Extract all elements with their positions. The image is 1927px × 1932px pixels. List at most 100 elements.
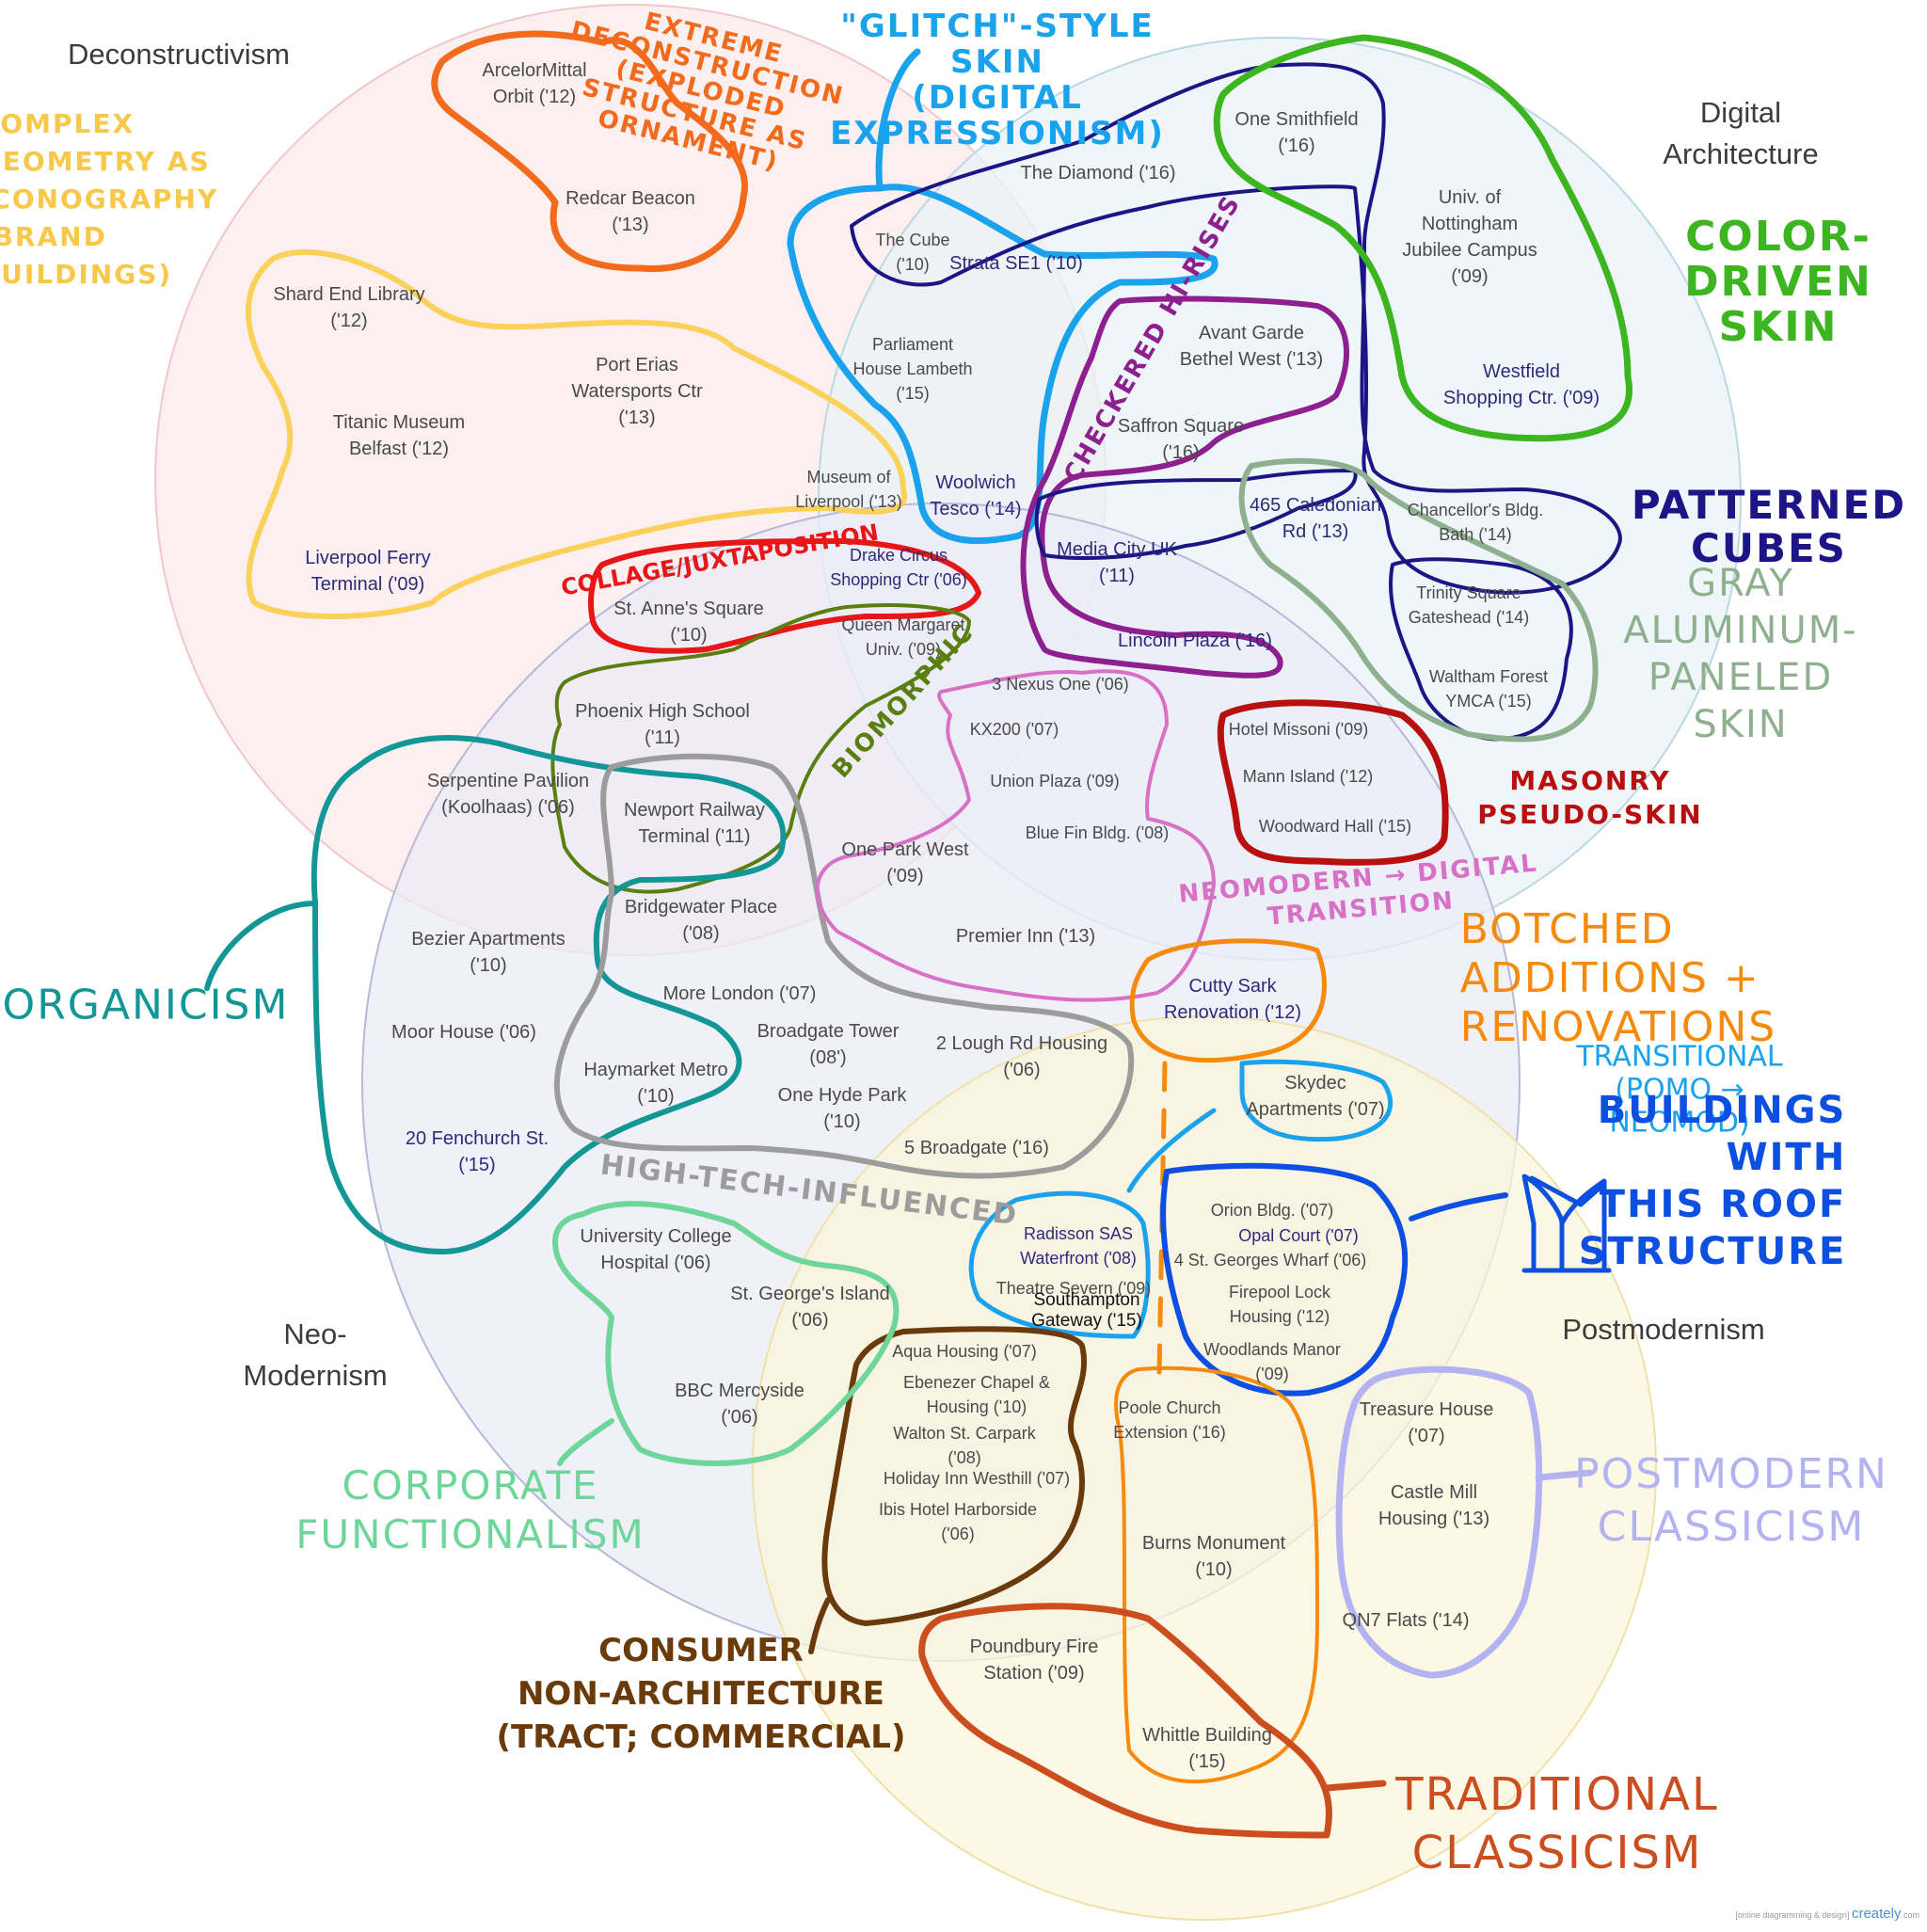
group-loop-biomorphic xyxy=(550,603,971,894)
building-label: Theatre Severn ('09) xyxy=(995,1279,1152,1298)
building-label: One Smithfield ('16) xyxy=(1234,109,1359,156)
building-label: Broadgate Tower (08') xyxy=(756,1021,900,1068)
building-label: Saffron Square ('16) xyxy=(1117,416,1245,463)
group-loop-roof-structure xyxy=(1160,1162,1508,1397)
building-label: Media City UK ('11) xyxy=(1057,539,1177,586)
building-label: Liverpool Ferry Terminal ('09) xyxy=(305,548,431,595)
building-label: Museum of Liverpool ('13) xyxy=(795,468,902,511)
building-label: 5 Broadgate ('16) xyxy=(904,1138,1049,1158)
building-label: Southampton Gateway ('15) xyxy=(1031,1290,1142,1331)
building-label: One Park West ('09) xyxy=(841,839,969,886)
group-loop-waterfront xyxy=(968,1190,1151,1339)
watermark-brand: creately xyxy=(1851,1906,1902,1922)
building-label: Queen Margaret Univ. ('09) xyxy=(841,615,965,659)
building-label: Phoenix High School ('11) xyxy=(575,701,750,748)
building-label: BBC Mercyside ('06) xyxy=(675,1381,804,1428)
annotation-glitch-style: "Glitch"-Style Skin (Digital Expressioni… xyxy=(830,8,1165,152)
group-loop-postmodern-classicism xyxy=(1335,1365,1594,1679)
watermark-suffix: .com xyxy=(1901,1910,1919,1920)
building-label: Univ. of Nottingham Jubilee Campus ('09) xyxy=(1402,187,1537,287)
building-label: Serpentine Pavilion (Koolhaas) ('06) xyxy=(426,771,590,818)
building-label: Poundbury Fire Station ('09) xyxy=(969,1637,1099,1684)
set-title-neomodernism: Neo- Modernism xyxy=(243,1317,388,1392)
building-label: Skydec Apartments ('07) xyxy=(1246,1073,1385,1120)
building-label: St. Anne's Square ('10) xyxy=(613,599,764,646)
annotation-corporate-functionalism: Corporate Functionalism xyxy=(295,1462,645,1557)
building-label: ArcelorMittal Orbit ('12) xyxy=(482,60,587,107)
building-label: One Hyde Park ('10) xyxy=(777,1085,907,1132)
annotation-gray-aluminum: Gray Aluminum- Paneled Skin xyxy=(1623,562,1858,746)
building-label: Premier Inn ('13) xyxy=(955,926,1096,947)
building-label: Strata SE1 ('10) xyxy=(949,253,1083,274)
group-loop-gray-aluminum xyxy=(1238,457,1599,742)
annotation-complex-geometry: Complex Geometry as Iconography (Brand B… xyxy=(0,108,219,290)
group-loop-transitional xyxy=(1126,1059,1393,1193)
building-label: St. George's Island ('06) xyxy=(730,1284,890,1331)
building-label: Titanic Museum Belfast ('12) xyxy=(332,412,466,459)
building-label: 2 Lough Rd Housing ('06) xyxy=(935,1033,1108,1080)
annotation-masonry: Masonry Pseudo-Skin xyxy=(1477,765,1703,830)
group-loop-corporate xyxy=(552,1201,900,1466)
building-label: Holiday Inn Westhill ('07) xyxy=(883,1469,1071,1488)
building-label: Mann Island ('12) xyxy=(1242,767,1374,786)
building-label: Union Plaza ('09) xyxy=(990,772,1120,790)
building-label: Cutty Sark Renovation ('12) xyxy=(1163,976,1302,1023)
building-label: Redcar Beacon ('13) xyxy=(565,188,695,235)
annotation-consumer: Consumer Non-Architecture (Tract; Commer… xyxy=(496,1632,906,1756)
roof-structure-icon xyxy=(1521,1174,1612,1273)
annotation-color-driven: Color- Driven Skin xyxy=(1684,213,1872,351)
building-label: Moor House ('06) xyxy=(391,1022,536,1043)
building-label: Burns Monument ('10) xyxy=(1141,1533,1286,1580)
group-loop-extreme-deconstruction xyxy=(431,30,748,273)
group-loop-traditional xyxy=(918,1603,1387,1839)
building-label: More London ('07) xyxy=(662,983,817,1004)
set-title-postmodernism: Postmodernism xyxy=(1562,1313,1765,1346)
building-label: University College Hospital ('06) xyxy=(580,1226,732,1273)
set-title-deconstructivism: Deconstructivism xyxy=(68,38,290,71)
annotation-postmodern-classicism: Postmodern Classicism xyxy=(1574,1450,1888,1551)
group-loop-botched xyxy=(1129,938,1327,1063)
creately-watermark[interactable]: [online diagramming & design] creately.c… xyxy=(1735,1906,1919,1922)
group-loop-collage xyxy=(588,538,981,654)
building-label: Haymarket Metro ('10) xyxy=(583,1060,728,1107)
group-loop-glitch xyxy=(787,48,1218,544)
building-label: Orion Bldg. ('07) xyxy=(1210,1201,1334,1220)
annotation-roof-structure: Buildings with this roof structure xyxy=(1578,1089,1847,1273)
annotation-transitional: Transitional (PoMo → NeoMod) xyxy=(1576,1040,1783,1140)
building-label: Waltham Forest YMCA ('15) xyxy=(1428,667,1549,711)
building-label: Radisson SAS Waterfront ('08) xyxy=(1020,1224,1137,1268)
building-label: Bezier Apartments ('10) xyxy=(411,929,565,976)
building-label: Hotel Missoni ('09) xyxy=(1228,720,1369,739)
group-loop-consumer xyxy=(808,1326,1087,1654)
annotation-botched: Botched Additions + Renovations xyxy=(1459,905,1777,1051)
building-label: Blue Fin Bldg. ('08) xyxy=(1025,823,1170,842)
building-label: Port Erias Watersports Ctr ('13) xyxy=(571,355,703,428)
group-loop-patterned-cubes xyxy=(850,62,1622,595)
building-label: Walton St. Carpark ('08) xyxy=(893,1424,1036,1467)
building-label: Ebenezer Chapel & Housing ('10) xyxy=(902,1373,1051,1416)
building-label: Woolwich Tesco ('14) xyxy=(930,472,1022,519)
building-label: Whittle Building ('15) xyxy=(1142,1725,1272,1772)
group-loop-burns-monument xyxy=(1114,1365,1319,1784)
group-loop-neomodern-digital xyxy=(815,669,1216,1002)
building-label: The Diamond ('16) xyxy=(1020,163,1176,184)
group-loop-masonry xyxy=(1217,699,1449,866)
building-label: Woodlands Manor ('09) xyxy=(1203,1340,1341,1383)
building-label: QN7 Flats ('14) xyxy=(1342,1610,1470,1631)
building-label: 465 Caledonian Rd ('13) xyxy=(1249,495,1382,542)
building-label: 20 Fenchurch St. ('15) xyxy=(405,1128,549,1175)
building-label: Westfield Shopping Ctr. ('09) xyxy=(1442,361,1601,408)
building-label: Ibis Hotel Harborside ('06) xyxy=(878,1500,1038,1543)
building-label: Treasure House ('07) xyxy=(1359,1399,1494,1446)
building-label: Newport Railway Terminal ('11) xyxy=(623,800,766,847)
group-loop-checkered xyxy=(1020,295,1350,679)
building-label: Lincoln Plaza ('16) xyxy=(1118,631,1272,651)
building-label: KX200 ('07) xyxy=(969,720,1059,739)
annotation-organicism: Organicism xyxy=(2,981,290,1030)
set-title-digital: Digital Architecture xyxy=(1663,96,1819,170)
building-label: Opal Court ('07) xyxy=(1238,1226,1359,1245)
group-loop-organicism xyxy=(204,735,787,1254)
group-loop-complex-geometry xyxy=(246,248,908,619)
